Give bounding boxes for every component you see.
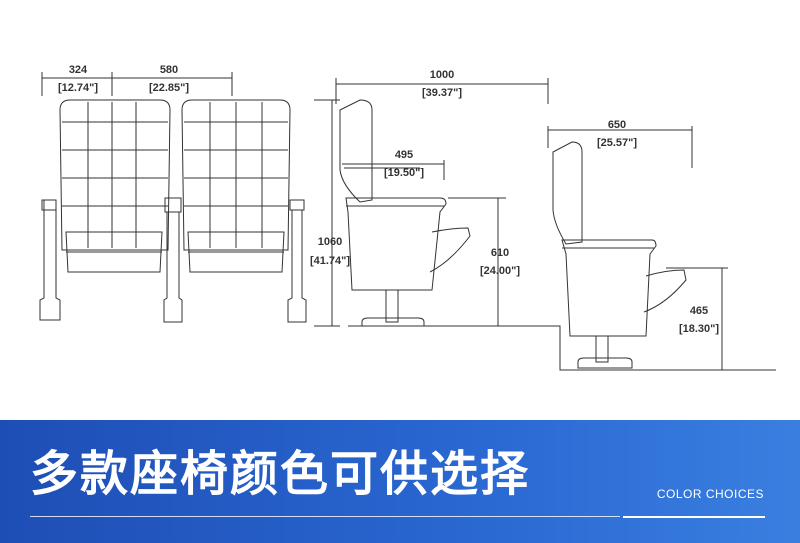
dim-front-pair-width-mm: 580 [160,64,178,76]
dim-front-seat-width-inch: [12.74"] [58,82,98,94]
color-choices-banner: 多款座椅颜色可供选择 COLOR CHOICES [0,420,800,543]
dim-step-height-inch: [18.30"] [679,323,719,335]
dim-folded-depth-inch: [19.50"] [384,167,424,179]
dim-armrest-height-mm: 610 [491,247,509,259]
dim-overall-height-inch: [41.74"] [310,255,350,267]
dim-stepped-depth-inch: [25.57"] [597,137,637,149]
dim-front-pair-width-inch: [22.85"] [149,82,189,94]
front-view-chairs [39,99,307,323]
side-view-dimension-lines [314,78,549,327]
side-view-chair [339,99,471,327]
stepped-side-view-chair [548,141,776,371]
dim-armrest-height-inch: [24.00"] [480,265,520,277]
banner-title: 多款座椅颜色可供选择 [30,446,531,502]
banner-divider [30,516,620,517]
banner-accent-line [623,516,765,518]
dim-front-seat-width-mm: 324 [69,64,88,76]
dimension-labels: 324 [12.74"] 580 [22.85"] 1000 [39.37"] … [58,64,719,335]
banner-subtitle: COLOR CHOICES [656,487,764,501]
dim-overall-height-mm: 1060 [318,236,342,248]
front-width-dimension-lines [41,72,233,96]
dim-unfolded-depth-mm: 1000 [430,69,454,81]
dim-folded-depth-mm: 495 [395,149,413,161]
dim-unfolded-depth-inch: [39.37"] [422,87,462,99]
dim-step-height-mm: 465 [690,305,708,317]
dim-stepped-depth-mm: 650 [608,119,626,131]
chair-dimension-diagram: 324 [12.74"] 580 [22.85"] 1000 [39.37"] … [39,64,776,371]
stepped-view-dimension-lines [547,126,730,371]
